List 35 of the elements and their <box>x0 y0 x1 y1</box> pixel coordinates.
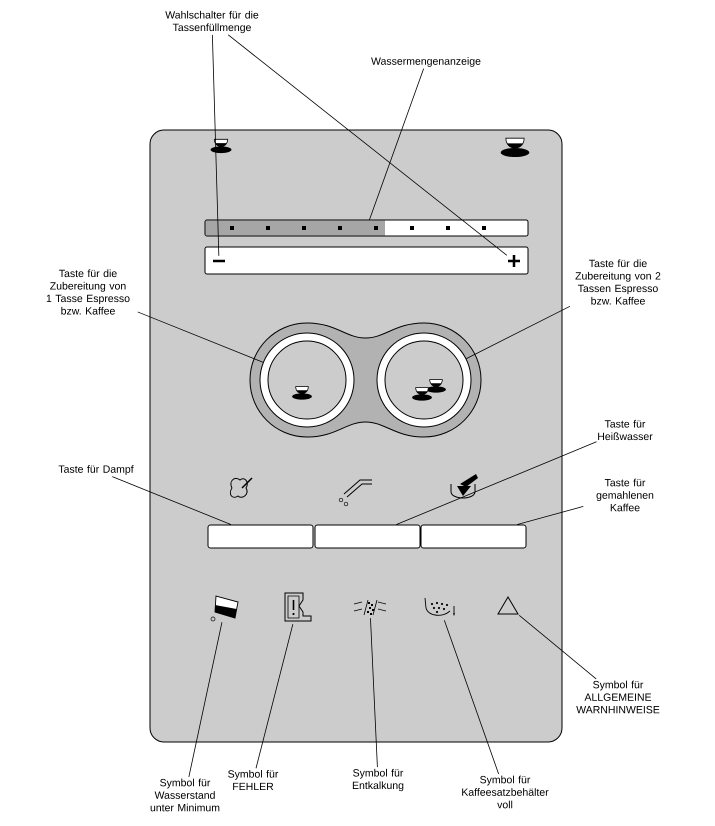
callout-label: Taste für die Zubereitung von 2 Tassen Espresso bzw. Kaffee <box>575 259 660 305</box>
coffee-grounds-icon <box>424 598 456 616</box>
callout-label: Taste für gemahlenen Kaffee <box>596 478 654 512</box>
cup-button <box>365 322 482 438</box>
leader-line <box>396 441 597 525</box>
leader-line <box>369 68 424 220</box>
callout-label: Wahlschalter für die Tassenfüllmenge <box>165 10 258 34</box>
leader-line <box>516 506 584 525</box>
cup-button <box>250 322 366 438</box>
error-icon <box>284 592 312 622</box>
key-button <box>208 524 314 548</box>
callout-label: Symbol für Wasserstand unter Minimum <box>150 778 220 812</box>
selector-bar <box>204 246 528 274</box>
leader-line <box>112 476 232 525</box>
callout-label: Symbol für Kaffeesatzbehälter voll <box>462 776 548 808</box>
minus-sign <box>213 260 225 262</box>
callout-label: Symbol für FEHLER <box>228 770 278 790</box>
callout-label: Taste für die Zubereitung von 1 Tasse Espresso bzw. Kaffee <box>46 269 130 315</box>
leader-line <box>212 34 220 256</box>
callout-label: Symbol für ALLGEMEINE WARNHINWEISE <box>576 680 660 714</box>
descaling-icon <box>354 600 386 616</box>
key-button <box>420 524 526 548</box>
plus-sign <box>506 254 522 268</box>
leader-line <box>518 614 597 680</box>
callout-label: Wassermengenanzeige <box>371 57 480 67</box>
leader-line <box>256 624 294 769</box>
callout-label: Taste für Dampf <box>58 465 134 475</box>
level-indicator-bar <box>204 220 528 236</box>
callout-label: Symbol für Entkalkung <box>352 768 404 792</box>
callout-label: Taste für Heißwasser <box>598 420 653 440</box>
leader-line <box>188 622 222 778</box>
key-button <box>314 524 420 548</box>
leader-line <box>444 620 500 774</box>
leader-line <box>370 618 378 768</box>
leader-line <box>228 34 508 256</box>
